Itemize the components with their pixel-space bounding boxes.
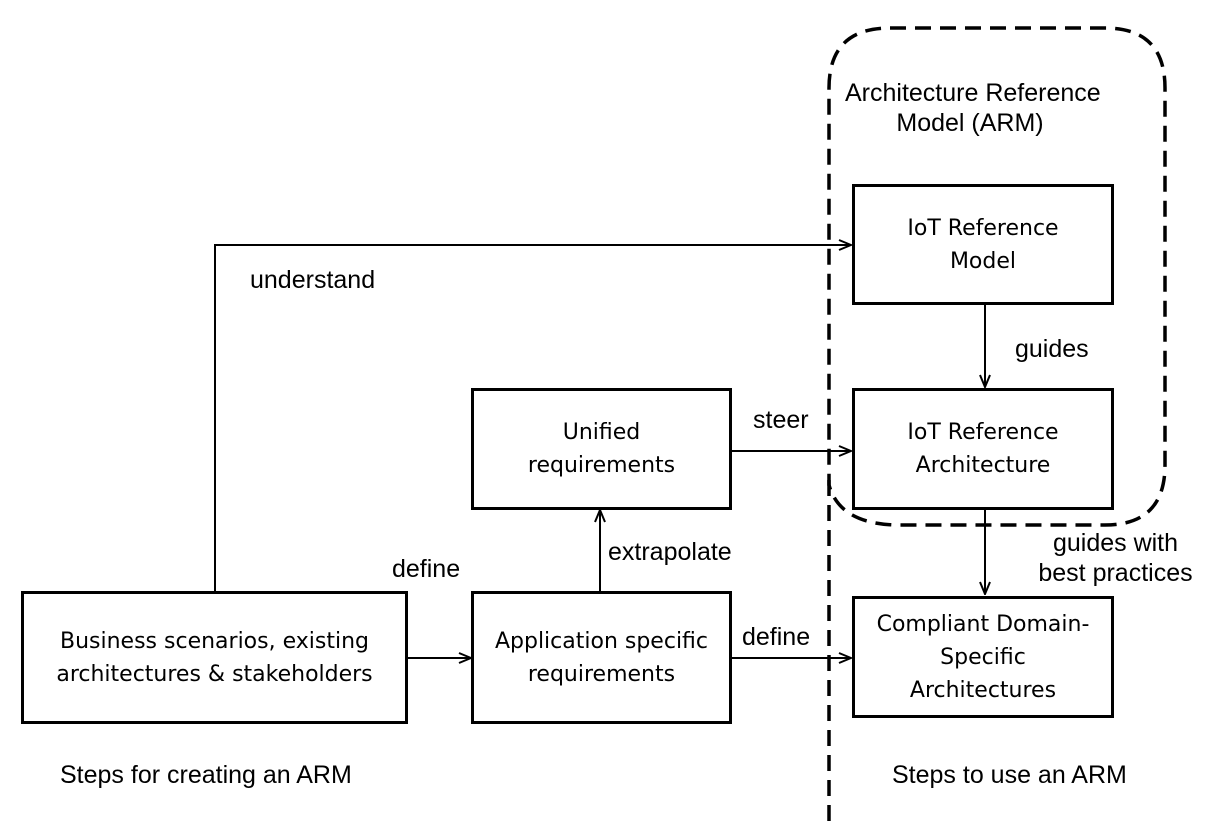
arm-title-line-1: Architecture Reference [845, 79, 1101, 107]
label-guides-best-practices: guides with best practices [1028, 528, 1203, 588]
label-define-left: define [392, 555, 461, 583]
compliant-architectures-box: Compliant Domain- Specific Architectures [852, 596, 1114, 718]
arm-title: Architecture Reference Model (ARM) [845, 78, 1101, 138]
iot-reference-architecture-box: IoT Reference Architecture [852, 388, 1114, 510]
business-scenarios-line-2: architectures & stakeholders [56, 661, 373, 687]
label-understand: understand [250, 266, 376, 294]
business-scenarios-line-1: Business scenarios, existing [60, 628, 369, 654]
label-guides-best-practices-line-2: best practices [1038, 559, 1193, 587]
label-extrapolate: extrapolate [608, 538, 732, 566]
arm-title-line-2: Model (ARM) [896, 109, 1044, 137]
iot-reference-model-line-2: Model [949, 248, 1017, 274]
business-scenarios-box: Business scenarios, existing architectur… [21, 591, 408, 724]
caption-creating-arm: Steps for creating an ARM [60, 761, 352, 789]
label-guides-best-practices-line-1: guides with [1052, 529, 1179, 557]
label-define-right: define [742, 623, 811, 651]
application-requirements-box: Application specific requirements [471, 591, 732, 724]
application-requirements-line-2: requirements [527, 661, 676, 687]
label-guides: guides [1015, 335, 1089, 363]
iot-reference-architecture-line-2: Architecture [915, 453, 1051, 478]
arm-boundary [827, 26, 1167, 527]
caption-using-arm: Steps to use an ARM [892, 761, 1127, 789]
compliant-architectures-line-3: Architectures [909, 677, 1057, 703]
iot-reference-model-box: IoT Reference Model [852, 184, 1114, 305]
label-steer: steer [753, 406, 809, 434]
compliant-architectures-line-1: Compliant Domain- [876, 611, 1090, 637]
unified-requirements-box: Unified requirements [471, 388, 732, 510]
iot-reference-architecture-line-1: IoT Reference [907, 420, 1059, 445]
edge-understand [214, 245, 851, 591]
iot-reference-model-line-1: IoT Reference [907, 215, 1059, 241]
unified-requirements-line-1: Unified [562, 420, 641, 445]
unified-requirements-line-2: requirements [527, 453, 676, 478]
compliant-architectures-line-2: Specific [940, 644, 1026, 670]
application-requirements-line-1: Application specific [494, 628, 709, 654]
